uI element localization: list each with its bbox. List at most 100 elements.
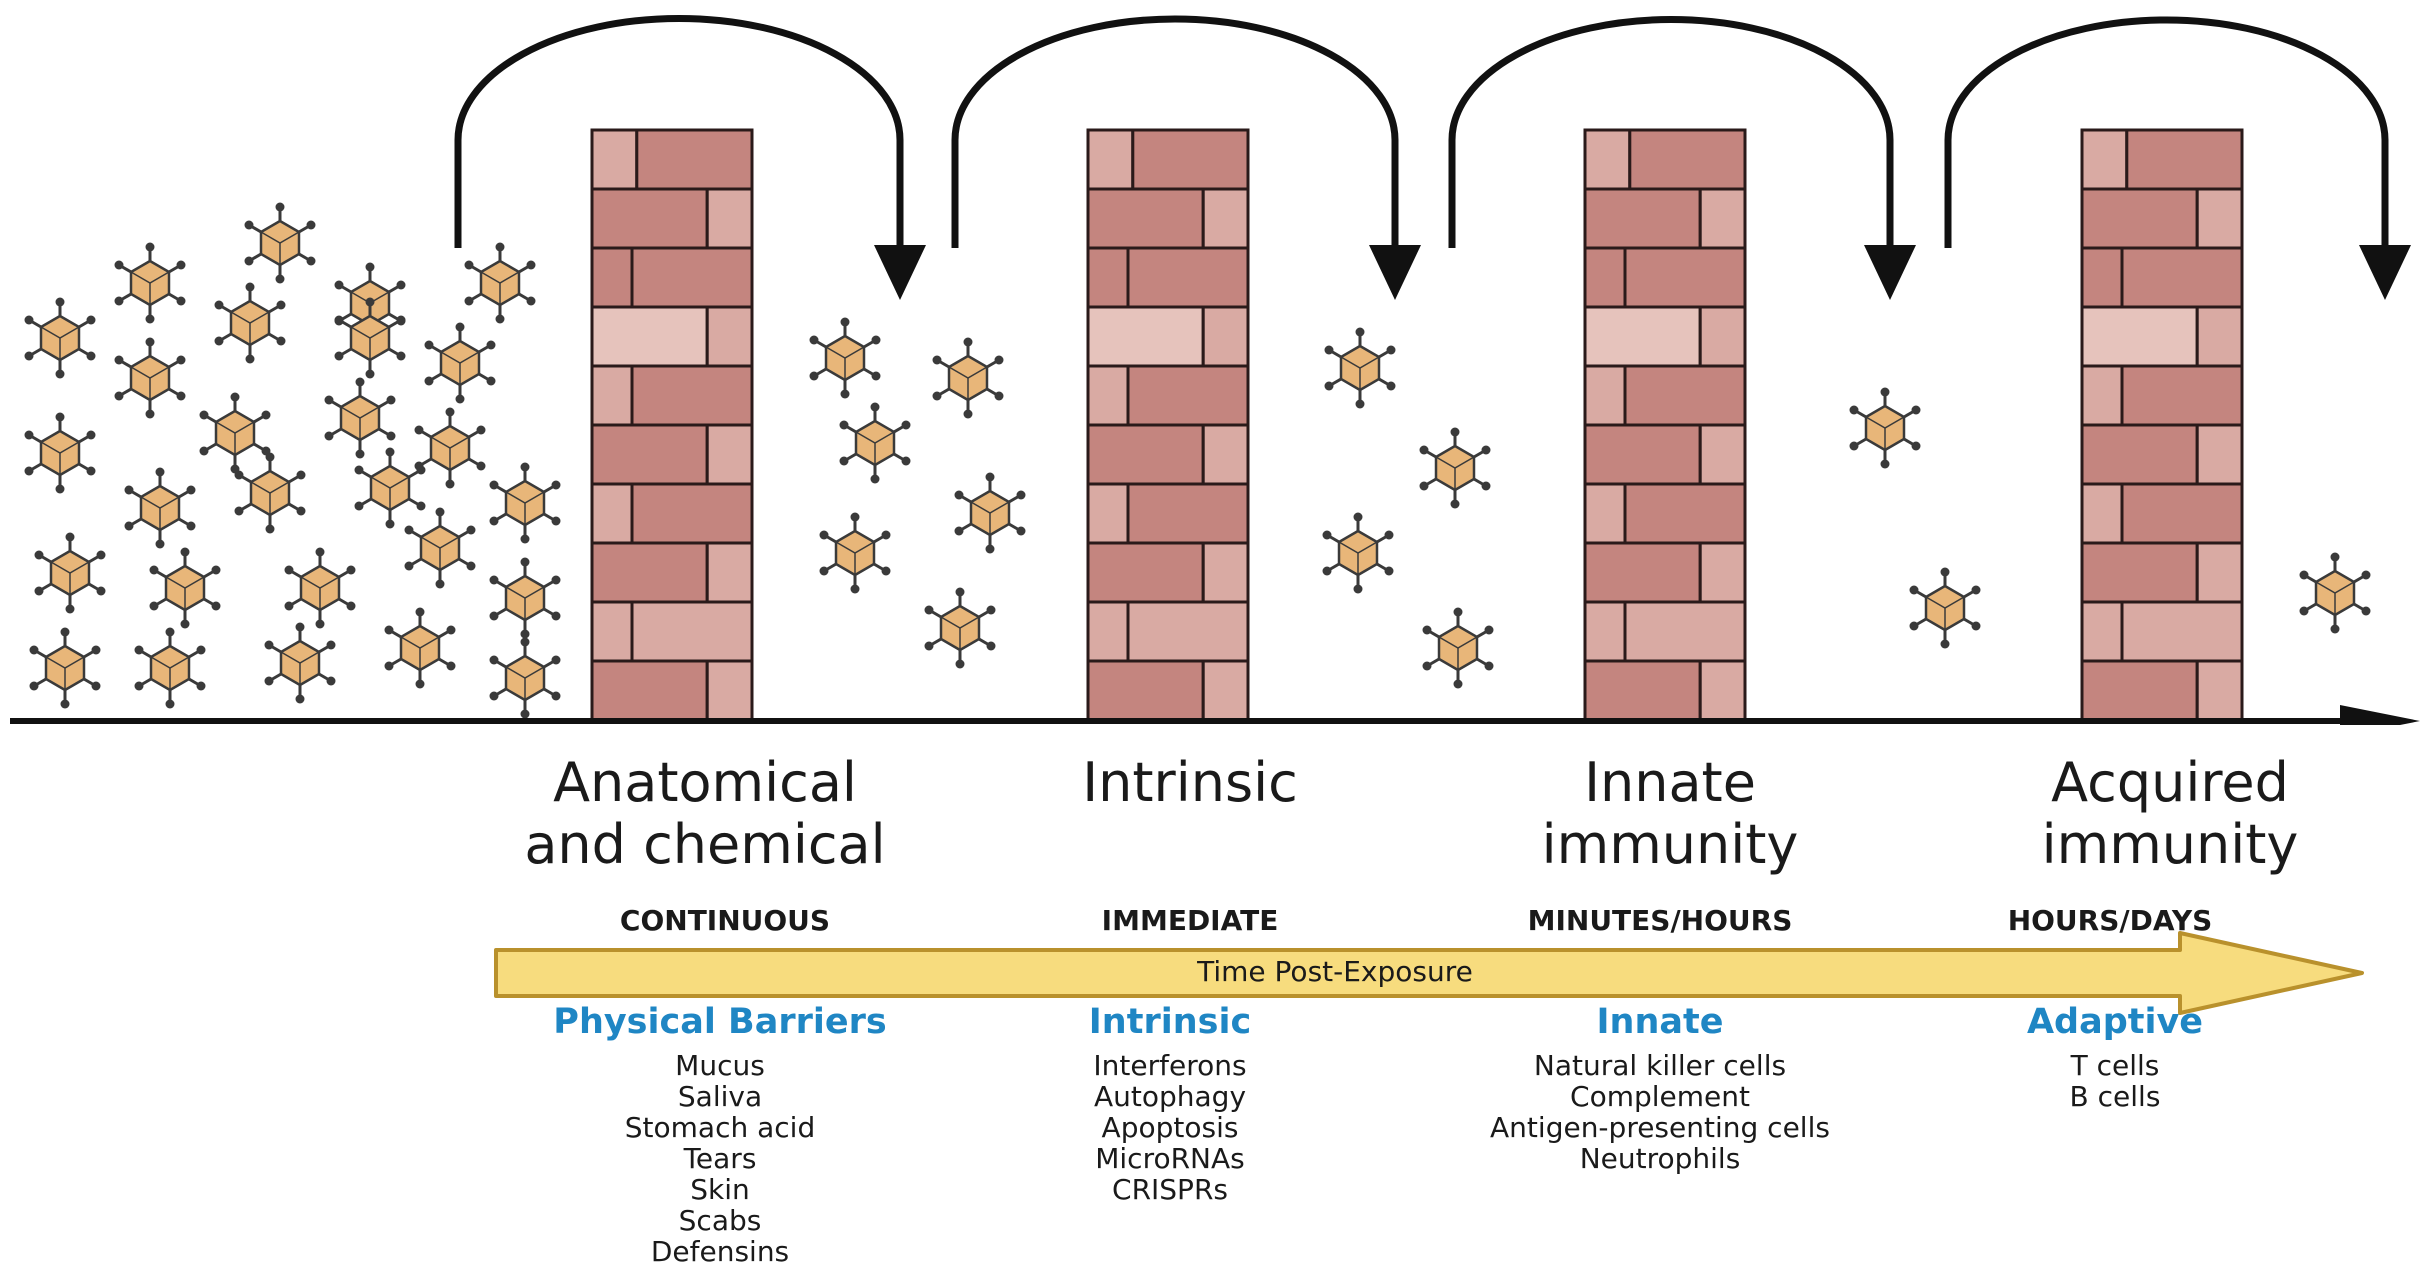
stage-title-line: immunity [1950,814,2390,876]
brick [1700,425,1745,484]
category-item: Stomach acid [470,1112,970,1143]
category-title: Physical Barriers [470,1002,970,1042]
category-item: Skin [470,1174,970,1205]
brick [592,130,637,189]
brick [1088,130,1133,189]
category-item: Scabs [470,1205,970,1236]
virus-particle-icon [115,338,186,419]
brick [1088,602,1128,661]
brick [1585,543,1700,602]
brick [707,661,752,720]
virus-particle-icon [200,393,271,474]
category-item: Mucus [470,1050,970,1081]
brick [2197,307,2242,366]
virus-particle-icon [1910,568,1981,649]
virus-particle-icon [955,473,1026,554]
virus-particle-icon [490,638,561,719]
brick [592,307,707,366]
brick [1128,484,1248,543]
virus-particle-icon [465,243,536,324]
virus-particle-icon [425,323,496,404]
virus-particle-icon [35,533,106,614]
brick [1625,248,1745,307]
virus-particle-icon [215,283,286,364]
virus-particle-icon [1423,608,1494,689]
brick [1088,425,1203,484]
category-item: Antigen-presenting cells [1380,1112,1940,1143]
brick [592,543,707,602]
brick [2197,425,2242,484]
brick [1625,484,1745,543]
virus-particle-icon [30,628,101,709]
stage-title-acquired: Acquired immunity [1950,752,2390,876]
brick [2127,130,2242,189]
brick [592,248,632,307]
virus-particle-icon [135,628,206,709]
brick [1585,661,1700,720]
brick [1585,484,1625,543]
brick [2082,307,2197,366]
brick [2122,366,2242,425]
virus-particle-icon [150,548,221,629]
brick [1700,189,1745,248]
brick [2082,543,2197,602]
brick [1585,425,1700,484]
category-physical-barriers: Physical Barriers Mucus Saliva Stomach a… [470,1002,970,1267]
brick-wall [592,130,752,720]
category-adaptive: Adaptive T cells B cells [1930,1002,2300,1112]
brick [707,307,752,366]
category-item: Defensins [470,1236,970,1267]
brick [1088,189,1203,248]
brick [1630,130,1745,189]
category-innate: Innate Natural killer cells Complement A… [1380,1002,1940,1174]
stage-title-intrinsic: Intrinsic [990,752,1390,814]
brick [2082,366,2122,425]
virus-particle-icon [335,298,406,379]
virus-particle-icon [285,548,356,629]
baseline-arrowhead [2340,705,2420,725]
brick [1700,307,1745,366]
brick [592,484,632,543]
brick [707,425,752,484]
brick [1088,366,1128,425]
brick [1128,366,1248,425]
virus-particle-icon [820,513,891,594]
brick [592,189,707,248]
virus-particle-icon [1323,513,1394,594]
stage-title-line: Intrinsic [990,752,1390,814]
virus-particle-icon [2300,553,2371,634]
brick [2197,661,2242,720]
brick [2122,484,2242,543]
category-item: Tears [470,1143,970,1174]
category-title: Adaptive [1930,1002,2300,1042]
brick [2082,425,2197,484]
virus-particle-icon [810,318,881,399]
brick [1625,602,1745,661]
category-item: Interferons [990,1050,1350,1081]
virus-particle-icon [25,298,96,379]
brick [1088,543,1203,602]
brick [637,130,752,189]
brick [2197,543,2242,602]
brick [1585,307,1700,366]
virus-particle-icon [933,338,1004,419]
category-item: Apoptosis [990,1112,1350,1143]
category-item: Complement [1380,1081,1940,1112]
brick [1128,602,1248,661]
category-item: Natural killer cells [1380,1050,1940,1081]
category-item: T cells [1930,1050,2300,1081]
brick [1700,661,1745,720]
brick [592,602,632,661]
brick [2082,248,2122,307]
brick [1585,248,1625,307]
brick-wall [1088,130,1248,720]
stage-title-line: Innate [1460,752,1880,814]
category-item-list: T cells B cells [1930,1050,2300,1112]
stage-title-line: Anatomical [430,752,980,814]
virus-particle-icon [1325,328,1396,409]
category-item: CRISPRs [990,1174,1350,1205]
brick [2122,602,2242,661]
brick [707,543,752,602]
brick [632,602,752,661]
barrier-diagram [0,0,2435,725]
